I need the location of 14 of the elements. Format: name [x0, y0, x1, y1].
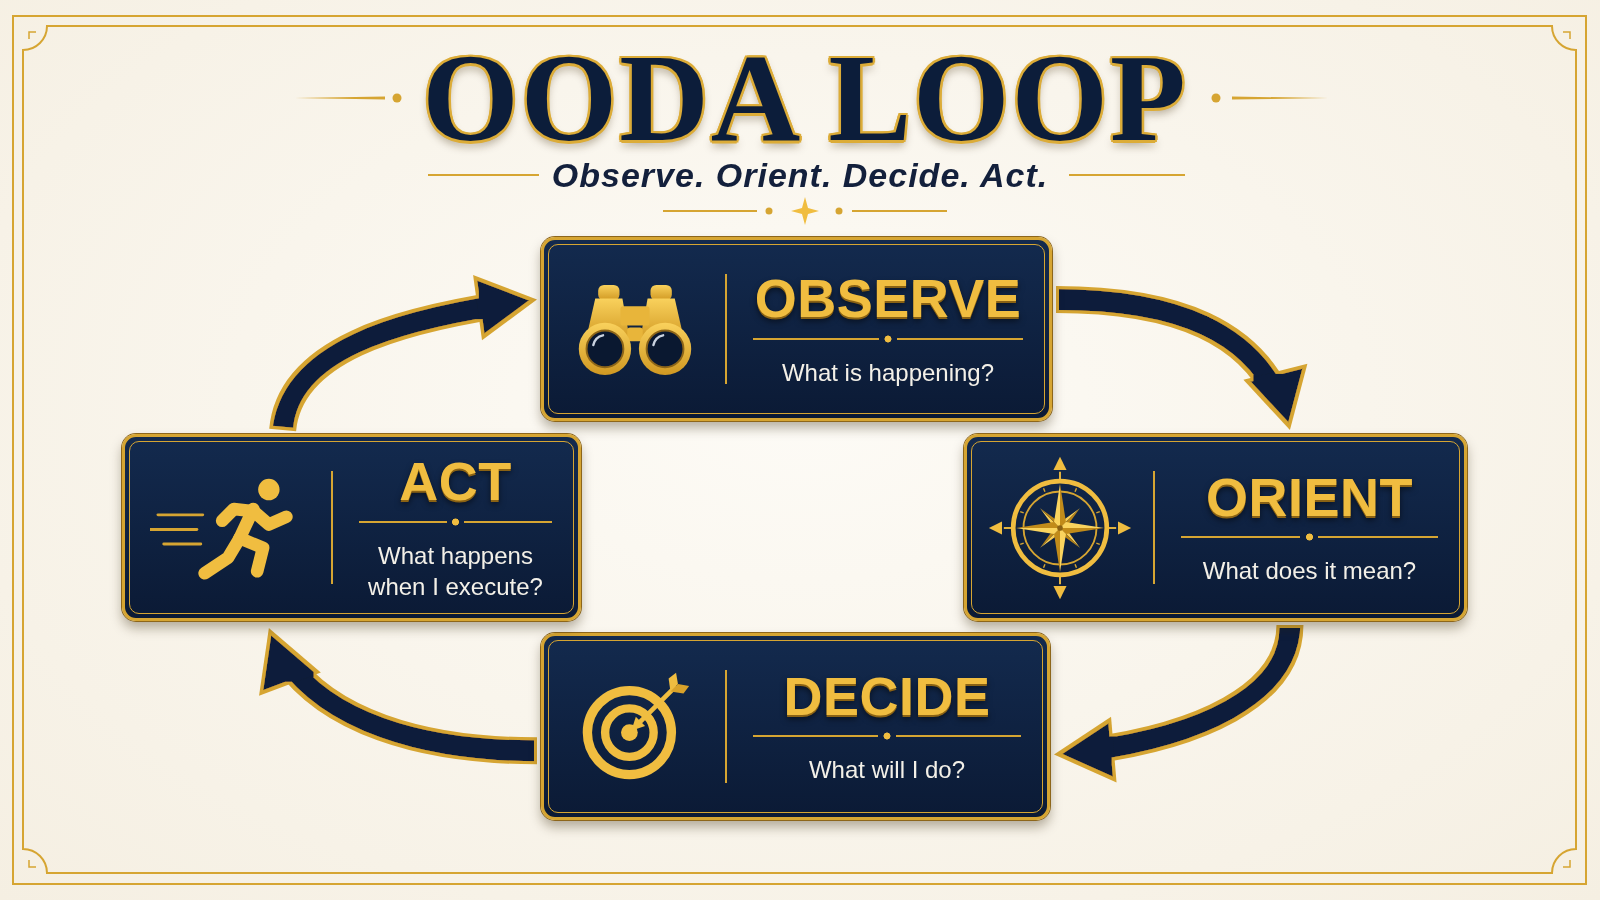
stage-title: OBSERVE [754, 270, 1022, 327]
diagram-title: OODA LOOP [422, 37, 1188, 161]
stage-card [122, 434, 581, 621]
stage-title: ACT [399, 453, 512, 510]
stage-card [964, 434, 1467, 621]
stage-question: What happens when I execute? [367, 540, 544, 602]
stage-card [541, 237, 1052, 421]
stage-question: What will I do? [808, 755, 966, 786]
subtitle: Observe. Orient. Decide. Act. [551, 158, 1049, 192]
stage-card [541, 633, 1050, 820]
stage-question: What does it mean? [1202, 556, 1417, 587]
stage-title: ORIENT [1206, 468, 1413, 526]
stage-title: DECIDE [783, 667, 991, 725]
stage-question: What is happening? [781, 357, 995, 388]
